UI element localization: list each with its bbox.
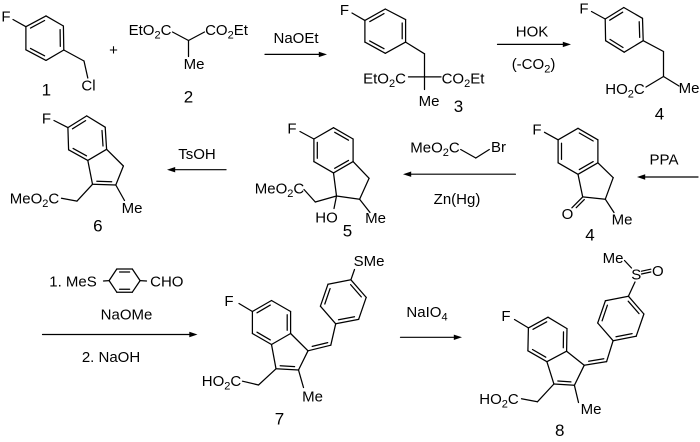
svg-text:Me: Me bbox=[419, 93, 440, 110]
svg-text:S: S bbox=[631, 267, 641, 284]
svg-text:MeO2C: MeO2C bbox=[255, 180, 305, 200]
svg-text:Me: Me bbox=[302, 388, 323, 405]
svg-text:HO: HO bbox=[315, 209, 338, 226]
svg-text:F: F bbox=[287, 120, 296, 137]
svg-text:5: 5 bbox=[343, 222, 352, 241]
svg-text:O: O bbox=[562, 206, 574, 223]
svg-text:MeO2C: MeO2C bbox=[410, 139, 460, 159]
svg-text:Me: Me bbox=[581, 401, 602, 418]
svg-text:F: F bbox=[532, 121, 541, 138]
svg-text:Me: Me bbox=[679, 80, 700, 97]
svg-text:EtO2C: EtO2C bbox=[129, 22, 172, 42]
svg-text:NaOMe: NaOMe bbox=[101, 306, 153, 323]
svg-text:Cl: Cl bbox=[81, 77, 95, 94]
svg-text:8: 8 bbox=[555, 421, 564, 440]
svg-text:7: 7 bbox=[275, 410, 284, 429]
svg-text:1: 1 bbox=[42, 81, 51, 100]
svg-text:Me: Me bbox=[603, 250, 624, 267]
svg-text:CHO: CHO bbox=[150, 273, 183, 290]
svg-text:CO2Et: CO2Et bbox=[205, 22, 249, 42]
svg-text:PPA: PPA bbox=[650, 151, 679, 168]
svg-text:2: 2 bbox=[184, 88, 193, 107]
svg-text:NaIO4: NaIO4 bbox=[406, 304, 447, 324]
svg-text:HO2C: HO2C bbox=[202, 373, 242, 393]
svg-text:4: 4 bbox=[585, 226, 594, 245]
svg-text:1. MeS: 1. MeS bbox=[49, 273, 97, 290]
svg-text:EtO2C: EtO2C bbox=[363, 71, 406, 91]
svg-text:F: F bbox=[340, 2, 349, 19]
svg-text:4: 4 bbox=[655, 105, 664, 124]
svg-text:6: 6 bbox=[93, 216, 102, 235]
svg-text:F: F bbox=[579, 0, 588, 17]
svg-text:+: + bbox=[109, 42, 118, 59]
svg-text:SMe: SMe bbox=[354, 253, 385, 270]
svg-text:HO2C: HO2C bbox=[479, 391, 519, 411]
svg-text:Me: Me bbox=[365, 210, 386, 227]
svg-text:Br: Br bbox=[491, 139, 506, 156]
svg-text:Me: Me bbox=[612, 211, 633, 228]
svg-text:MeO2C: MeO2C bbox=[10, 190, 60, 210]
svg-text:HOK: HOK bbox=[516, 23, 549, 40]
svg-text:O: O bbox=[652, 263, 664, 280]
svg-text:CO2Et: CO2Et bbox=[442, 71, 486, 91]
svg-text:F: F bbox=[501, 308, 510, 325]
svg-text:3: 3 bbox=[454, 97, 463, 116]
svg-text:Me: Me bbox=[184, 56, 205, 73]
svg-text:F: F bbox=[42, 110, 51, 127]
svg-text:NaOEt: NaOEt bbox=[273, 30, 319, 47]
svg-text:HO2C: HO2C bbox=[605, 81, 645, 101]
svg-text:2. NaOH: 2. NaOH bbox=[82, 349, 140, 366]
svg-text:F: F bbox=[1, 8, 10, 25]
svg-text:Zn(Hg): Zn(Hg) bbox=[434, 191, 481, 208]
svg-text:F: F bbox=[224, 293, 233, 310]
svg-text:(-CO2): (-CO2) bbox=[512, 56, 556, 76]
svg-text:Me: Me bbox=[122, 200, 143, 217]
svg-text:TsOH: TsOH bbox=[178, 146, 216, 163]
